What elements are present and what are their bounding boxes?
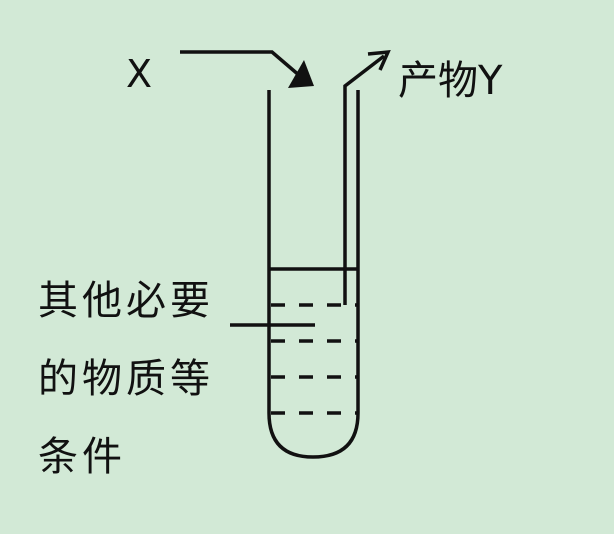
condition-line-1: 其他必要: [38, 278, 214, 324]
output-arrowhead: [367, 49, 391, 71]
output-arrow: [343, 54, 386, 90]
product-label: 产物Y: [398, 58, 503, 104]
input-arrowhead: [288, 60, 314, 88]
liquid-dashes: [271, 303, 358, 415]
condition-line-2: 的物质等: [38, 356, 214, 402]
test-tube: [267, 90, 360, 459]
reactant-label: X: [126, 52, 153, 96]
input-arrow: [180, 50, 302, 78]
condition-line-3: 条件: [38, 434, 126, 480]
